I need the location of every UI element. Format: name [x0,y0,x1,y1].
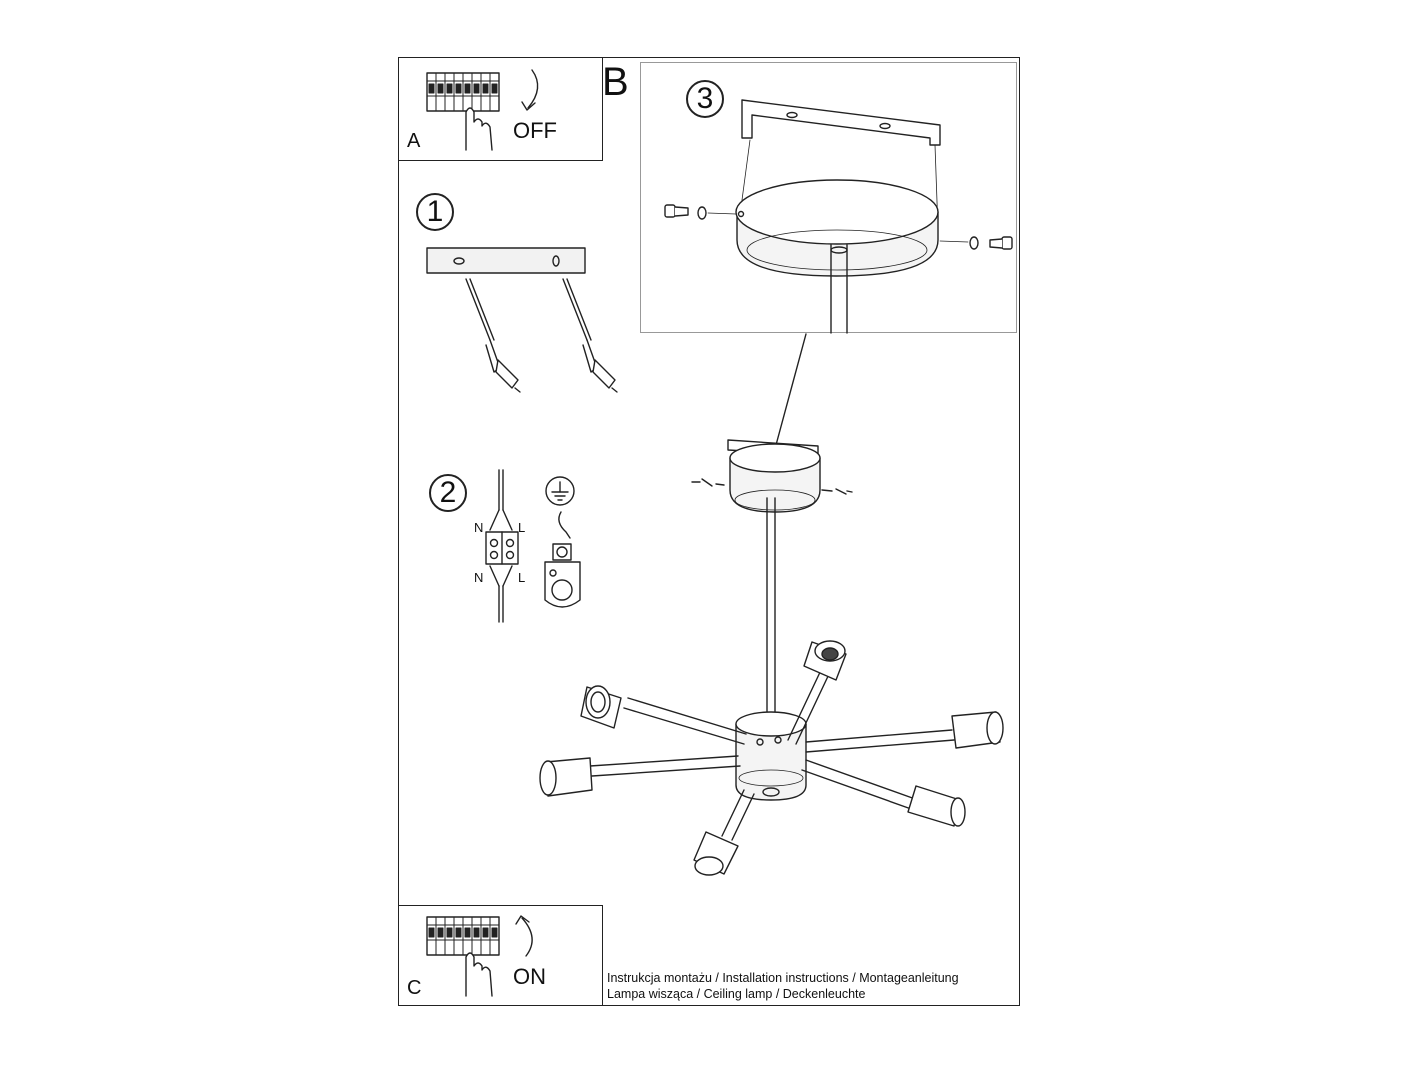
ground-terminal [544,543,581,608]
screw-right [939,236,1013,250]
curved-arrow-icon [521,69,539,111]
on-label: ON [513,964,546,989]
wall-anchor-right [562,278,618,393]
curved-arrow-icon [515,915,533,957]
hand-icon [465,107,493,151]
neutral-label-top: N [474,520,484,535]
live-label-bottom: L [518,570,526,585]
hand-icon [465,952,493,997]
wall-anchor-left [465,278,521,393]
panel-b-letter: B [602,60,629,104]
screw-left [664,204,737,220]
step-3-marker: 3 [686,80,724,118]
step-2-marker: 2 [429,474,467,512]
ceiling-lamp-assembly [539,439,1004,876]
ground-wire [558,511,571,539]
instruction-sheet [398,57,1020,1006]
breaker-panel-icon [426,916,500,956]
detail-leader-line [775,333,807,446]
panel-c-power-on: C ON [398,905,603,1006]
off-label: OFF [513,118,557,143]
panel-c-letter: C [407,977,422,999]
mounting-rail [426,247,586,274]
step-1-marker: 1 [416,193,454,231]
footer-product-line: Lampa wisząca / Ceiling lamp / Deckenleu… [607,987,866,1001]
panel-a-letter: A [407,130,421,152]
neutral-label-bottom: N [474,570,484,585]
ground-symbol-icon [545,476,575,506]
terminal-block [485,469,519,623]
live-label-top: L [518,520,526,535]
canopy-detail [664,99,1013,334]
footer-instructions-line: Instrukcja montażu / Installation instru… [607,971,959,985]
breaker-panel-icon [426,72,500,112]
